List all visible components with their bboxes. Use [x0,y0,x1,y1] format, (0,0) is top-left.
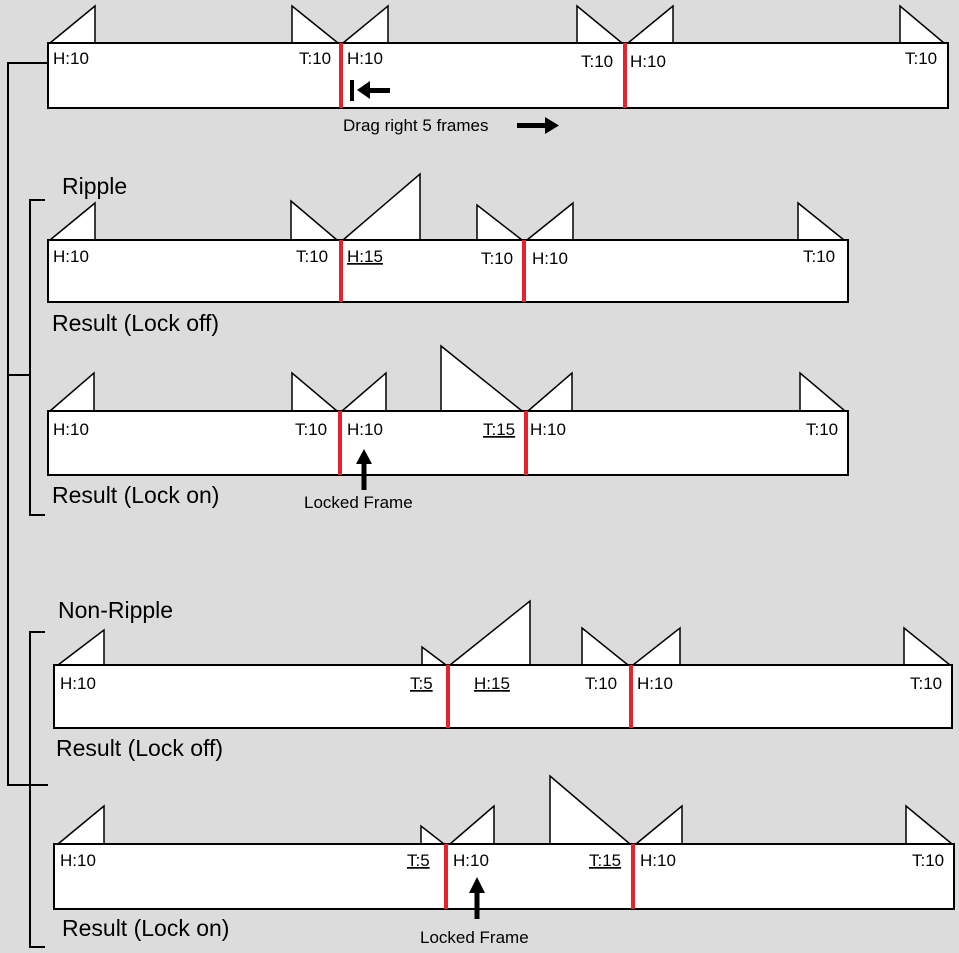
clip-label-changed: H:15 [347,247,383,266]
tail-transition-triangle [290,199,340,241]
non-ripple-heading: Non-Ripple [58,597,173,623]
clip-label: T:10 [910,674,942,693]
timeline-ripple-lock-on [47,410,849,476]
head-transition-triangle [633,804,683,845]
clip-label-changed: H:15 [474,674,510,693]
arrow-up-icon [469,877,485,919]
clip-label-changed: T:15 [589,851,621,870]
tail-transition-triangle [291,4,341,44]
clip-label: T:10 [806,420,838,439]
outer-bracket [7,62,48,786]
clip-label: T:10 [295,420,327,439]
clip-label: T:10 [299,49,331,68]
head-transition-triangle [447,599,531,666]
clip-label: T:10 [296,247,328,266]
head-transition-triangle [525,371,573,412]
clip-label: H:10 [60,674,96,693]
locked-frame-annotation: Locked Frame [420,928,529,947]
head-transition-triangle [447,804,495,845]
head-transition-triangle [55,804,105,845]
clip-label: H:10 [347,49,383,68]
clip-label: H:10 [53,247,89,266]
locked-frame-annotation: Locked Frame [304,493,413,512]
head-transition-triangle [340,4,389,44]
clip-label: T:10 [912,851,944,870]
tail-transition-triangle [420,824,447,845]
brackets [7,62,48,948]
clip-label: H:10 [630,52,666,71]
result-caption: Result (Lock off) [56,735,223,761]
result-caption: Result (Lock on) [62,915,229,941]
tail-transition-triangle [905,804,955,845]
clip-label: T:10 [581,52,613,71]
clip-label: T:10 [481,249,513,268]
clip-label: H:10 [532,249,568,268]
drag-instruction: Drag right 5 frames [343,116,489,135]
timeline-nonripple-lock-on [53,843,955,910]
tail-transition-triangle [903,626,953,666]
tail-transition-triangle [291,371,340,412]
clip-label: H:10 [640,851,676,870]
head-transition-triangle [47,201,96,241]
trim-left-icon [350,80,390,101]
tail-transition-triangle [799,371,848,412]
result-caption: Result (Lock on) [52,482,219,508]
head-transition-triangle [55,628,105,666]
clip-label: H:10 [453,851,489,870]
tail-transition-triangle [476,203,525,241]
clip-label-changed: T:5 [410,674,433,693]
tail-transition-triangle [440,344,525,412]
head-transition-triangle [630,626,681,666]
arrow-up-icon [356,449,372,490]
arrow-right-icon [517,117,559,134]
clip-label: T:10 [905,49,937,68]
tail-transition-triangle [549,774,633,845]
head-transition-triangle [524,201,574,241]
tail-transition-triangle [576,4,625,44]
tail-transition-triangle [797,201,847,241]
timeline-original [47,42,949,109]
head-transition-triangle [340,172,421,241]
clip-label: H:10 [60,851,96,870]
tail-transition-triangle [899,4,947,44]
tail-transition-triangle [581,626,631,666]
clip-label: T:10 [803,247,835,266]
tail-transition-triangle [421,645,449,666]
ripple-bracket [29,199,45,516]
ripple-heading: Ripple [62,173,127,199]
head-transition-triangle [625,4,674,44]
clip-label-changed: T:15 [483,420,515,439]
clip-label: H:10 [53,420,89,439]
timeline-ripple-lock-off [47,239,849,303]
head-transition-triangle [339,371,387,412]
clip-label: H:10 [637,674,673,693]
clip-label: H:10 [530,420,566,439]
clip-label: H:10 [347,420,383,439]
clip-label: H:10 [53,49,89,68]
clip-label-changed: T:5 [407,851,430,870]
non-ripple-bracket [29,631,45,948]
head-transition-triangle [47,371,95,412]
timeline-nonripple-lock-off [53,664,953,729]
clip-label: T:10 [585,674,617,693]
result-caption: Result (Lock off) [52,310,219,336]
head-transition-triangle [47,4,96,44]
